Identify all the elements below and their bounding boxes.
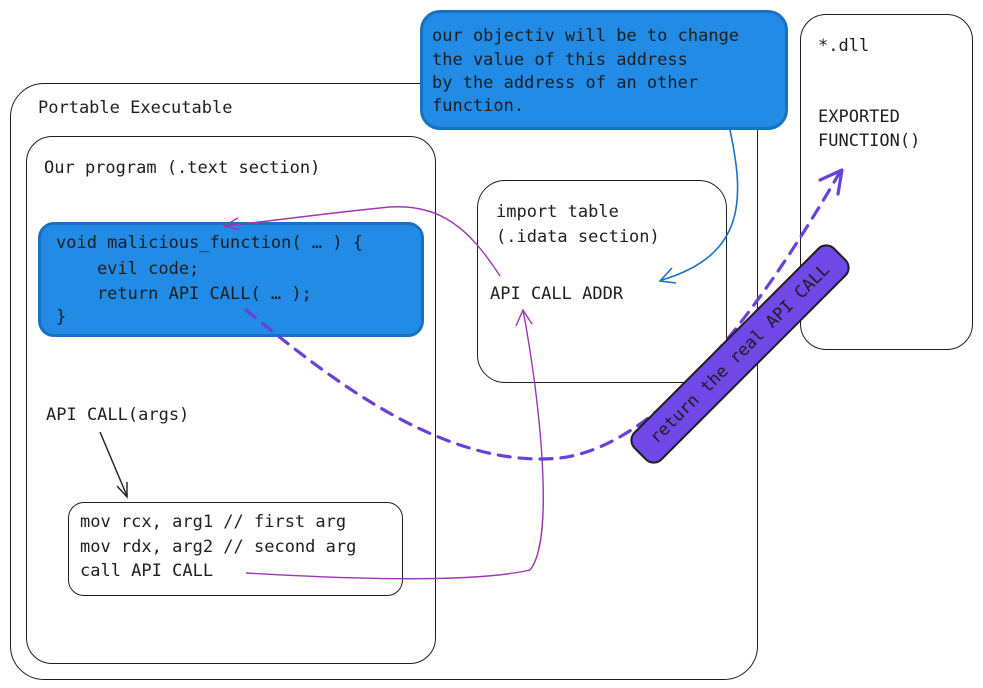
objective-line: our objectiv will be to change xyxy=(432,26,740,46)
asm-line: mov rdx, arg2 // second arg xyxy=(80,537,357,557)
exported-function-line: EXPORTED xyxy=(818,107,900,127)
malicious-line: return API CALL( … ); xyxy=(56,284,312,304)
objective-line: the value of this address xyxy=(432,50,688,70)
malicious-line: } xyxy=(56,307,67,327)
import-table-title-line: import table xyxy=(496,202,619,222)
malicious-line: evil code; xyxy=(56,259,200,279)
objective-line: by the address of an other xyxy=(432,73,699,93)
objective-note-box xyxy=(420,10,788,130)
dll-title: *.dll xyxy=(818,36,870,56)
objective-line: function. xyxy=(432,96,525,116)
api-call-args-label: API CALL(args) xyxy=(46,405,190,425)
portable-executable-title: Portable Executable xyxy=(38,98,233,118)
asm-line: mov rcx, arg1 // first arg xyxy=(80,512,347,532)
asm-line: call API CALL xyxy=(80,561,214,581)
api-call-addr-entry: API CALL ADDR xyxy=(490,284,624,304)
malicious-line: void malicious_function( … ) { xyxy=(56,233,364,253)
dll-box xyxy=(800,14,973,350)
program-text-section-title: Our program (.text section) xyxy=(44,158,321,178)
exported-function-line: FUNCTION() xyxy=(818,131,921,151)
import-table-title-line: (.idata section) xyxy=(496,227,660,247)
